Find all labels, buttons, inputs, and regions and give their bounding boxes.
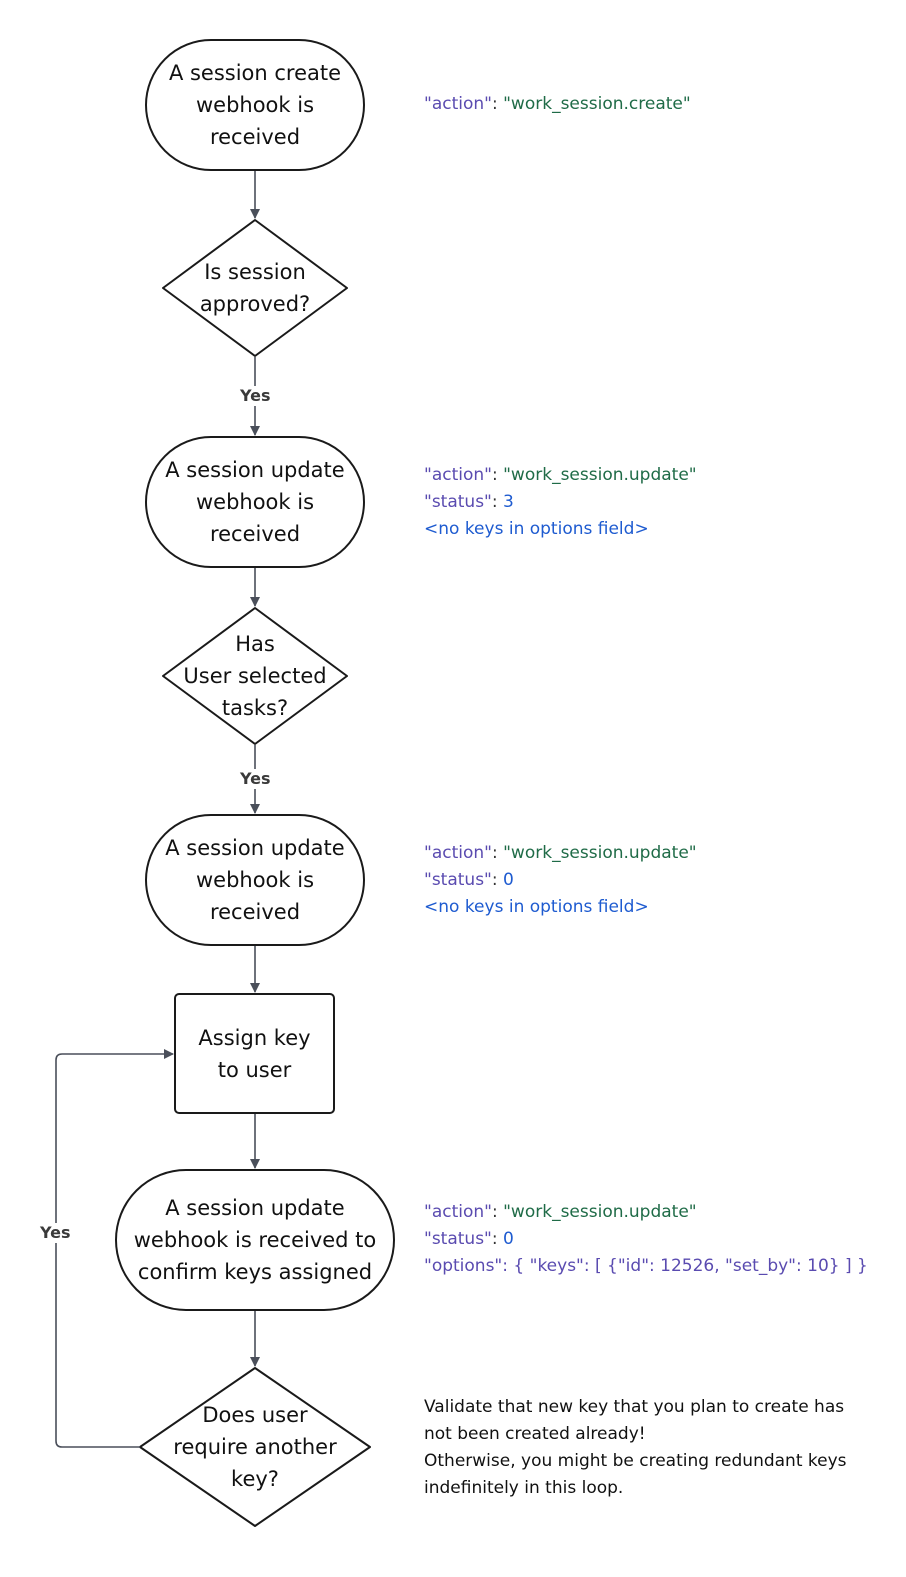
json-comment: <no keys in options field> <box>424 519 649 539</box>
note-start-action-row: "action": "work_session.create" <box>424 94 691 114</box>
node-confirm: A session update webhook is received to … <box>116 1170 394 1310</box>
json-comment: <no keys in options field> <box>424 897 649 917</box>
node-another-shape[interactable] <box>139 1367 371 1527</box>
json-key: "action" <box>424 465 492 485</box>
node-assign-line: Assign key <box>198 1025 311 1050</box>
note-update-status0: "action": "work_session.update" "status"… <box>424 840 697 921</box>
json-key: "status" <box>424 492 492 512</box>
json-string: "work_session.update" <box>503 843 697 863</box>
json-string: "work_session.create" <box>503 94 691 114</box>
node-confirm-shape[interactable] <box>115 1169 395 1311</box>
note-row-action: "action": "work_session.update" <box>424 465 697 485</box>
edge-label-approved-yes: Yes <box>238 386 273 406</box>
node-start-line: webhook is <box>195 93 315 117</box>
json-string: "work_session.update" <box>503 1202 697 1222</box>
node-another: Does user require another key? <box>140 1368 370 1526</box>
node-tasks-line: Has <box>235 632 275 656</box>
node-start-line: A session create <box>168 61 342 85</box>
node-start-shape[interactable] <box>145 39 365 171</box>
note-row-status: "status": 0 <box>424 1229 514 1249</box>
node-update-status0-shape[interactable] <box>145 814 365 946</box>
node-confirm-line: webhook is received to <box>133 1228 377 1252</box>
node-confirm-line: confirm keys assigned <box>137 1260 373 1284</box>
note-row-options: <no keys in options field> <box>424 894 697 921</box>
warning-line: not been created already! <box>424 1424 646 1444</box>
json-key: "action" <box>424 94 492 114</box>
node-start: A session create webhook is received <box>146 40 364 170</box>
node-another-line: key? <box>231 1467 279 1491</box>
warning-line: Validate that new key that you plan to c… <box>424 1397 845 1417</box>
node-start-line: received <box>209 125 301 149</box>
note-row-status: "status": 0 <box>424 870 514 890</box>
json-object: { "keys": [ {"id": 12526, "set_by": 10} … <box>513 1256 868 1276</box>
json-key: "status" <box>424 870 492 890</box>
node-update-status0-line: received <box>209 900 301 924</box>
node-tasks: Has User selected tasks? <box>163 608 347 744</box>
warning-note: Validate that new key that you plan to c… <box>424 1394 874 1502</box>
node-tasks-line: User selected <box>183 664 327 688</box>
node-confirm-line: A session update <box>165 1196 345 1220</box>
node-approved-shape[interactable] <box>162 219 348 357</box>
node-update-status0-line: A session update <box>165 836 345 860</box>
note-confirm: "action": "work_session.update" "status"… <box>424 1199 868 1280</box>
node-assign-line: to user <box>217 1057 292 1082</box>
json-key: "options" <box>424 1256 503 1276</box>
json-number: 0 <box>503 870 514 890</box>
node-approved-line: Is session <box>204 260 306 284</box>
json-number: 0 <box>503 1229 514 1249</box>
node-update-status3-line: received <box>209 522 301 546</box>
node-approved: Is session approved? <box>163 220 347 356</box>
node-assign-shape[interactable] <box>174 993 335 1114</box>
node-update-status0: A session update webhook is received <box>146 815 364 945</box>
node-update-status0-line: webhook is <box>195 868 315 892</box>
json-number: 3 <box>503 492 514 512</box>
node-tasks-shape[interactable] <box>162 607 348 745</box>
edge-label-loop-yes: Yes <box>38 1223 73 1243</box>
node-update-status3-shape[interactable] <box>145 436 365 568</box>
note-start: "action": "work_session.create" <box>424 91 691 118</box>
note-update-status3: "action": "work_session.update" "status"… <box>424 462 697 543</box>
node-tasks-line: tasks? <box>221 696 289 720</box>
node-another-line: Does user <box>202 1403 308 1427</box>
node-assign: Assign key to user <box>175 994 334 1113</box>
warning-line: Otherwise, you might be creating redunda… <box>424 1451 847 1471</box>
note-row-options: "options": { "keys": [ {"id": 12526, "se… <box>424 1256 868 1276</box>
json-key: "action" <box>424 843 492 863</box>
note-row-options: <no keys in options field> <box>424 516 697 543</box>
edge-loop-another-assign <box>55 1049 174 1448</box>
edge-label-tasks-yes: Yes <box>238 769 273 789</box>
node-update-status3-line: A session update <box>165 458 345 482</box>
node-approved-line: approved? <box>199 292 311 316</box>
note-row-action: "action": "work_session.update" <box>424 1202 697 1222</box>
node-update-status3: A session update webhook is received <box>146 437 364 567</box>
node-update-status3-line: webhook is <box>195 490 315 514</box>
json-key: "status" <box>424 1229 492 1249</box>
node-another-line: require another <box>173 1435 337 1459</box>
json-key: "action" <box>424 1202 492 1222</box>
note-row-action: "action": "work_session.update" <box>424 843 697 863</box>
warning-line: indefinitely in this loop. <box>424 1478 624 1498</box>
note-row-status: "status": 3 <box>424 492 514 512</box>
json-string: "work_session.update" <box>503 465 697 485</box>
